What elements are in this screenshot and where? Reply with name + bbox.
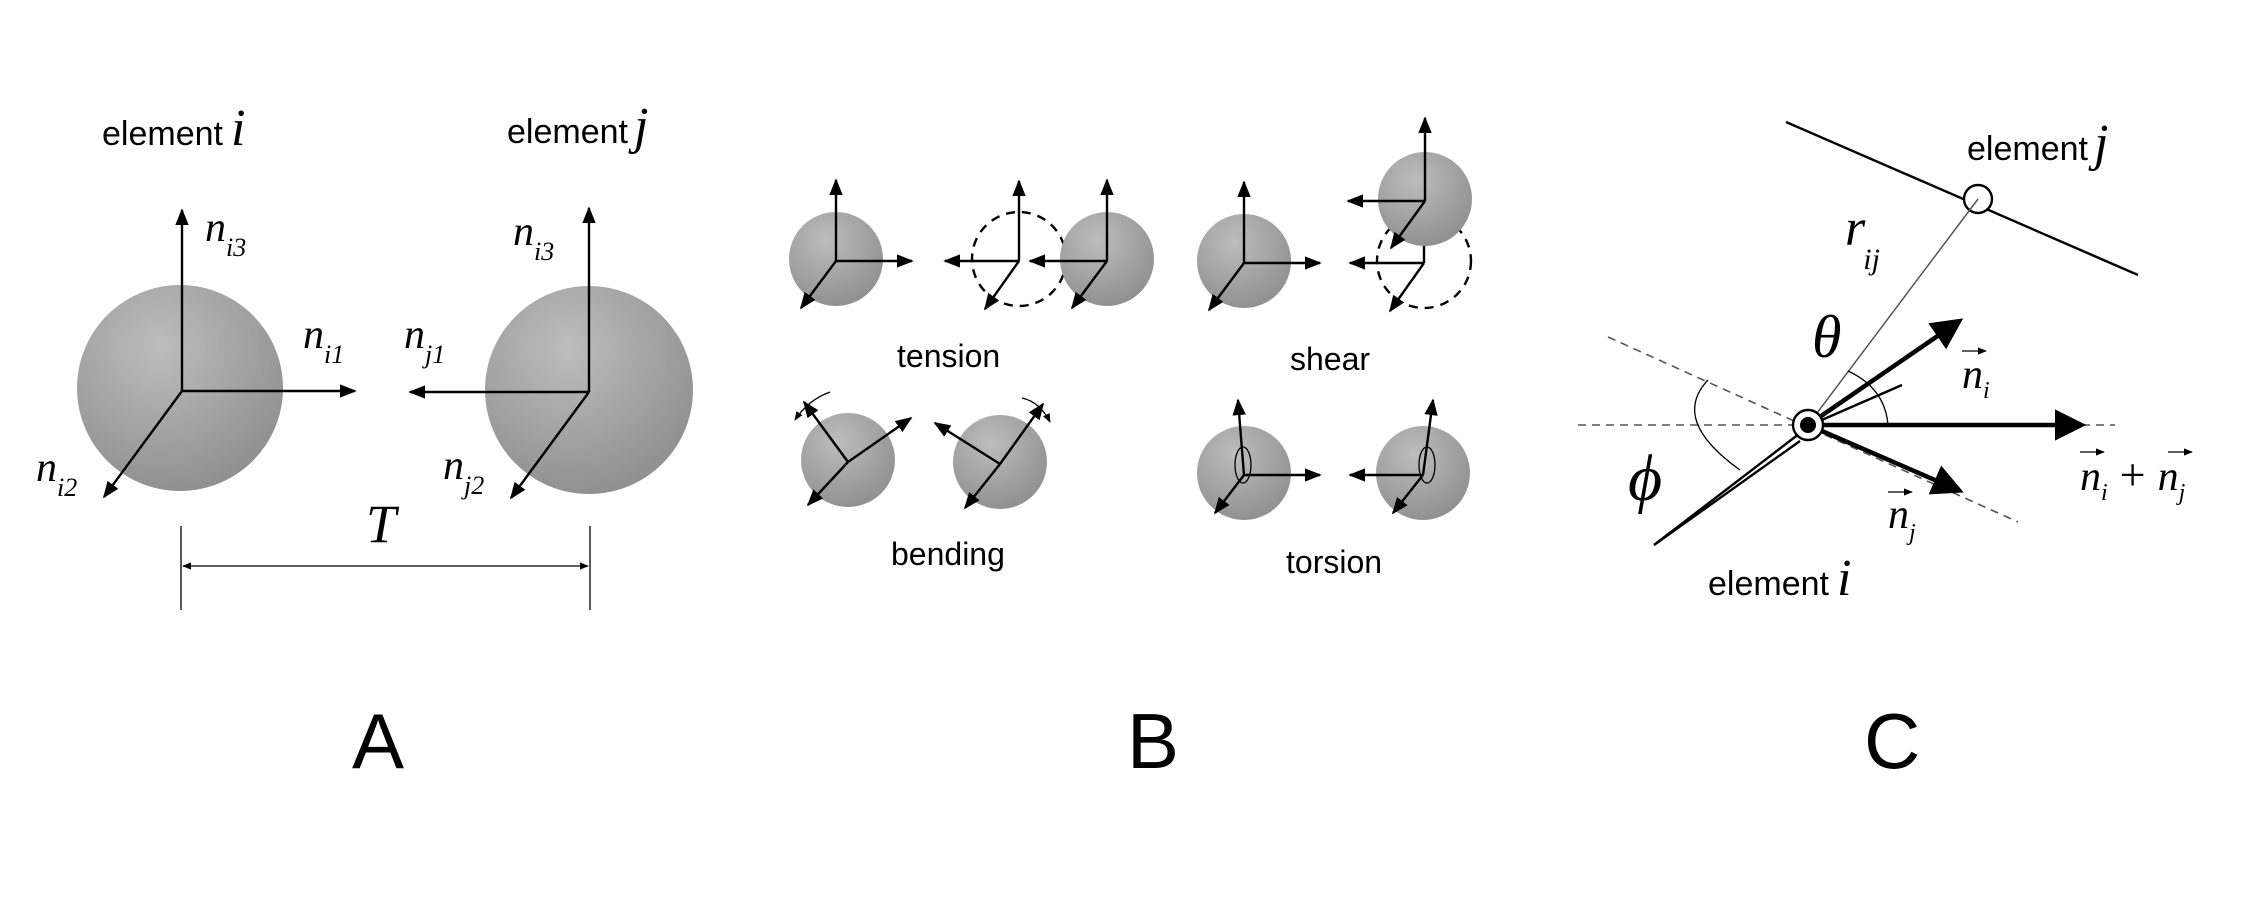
arc-theta (1847, 370, 1889, 426)
bending-diagram (794, 391, 1051, 510)
label-sum-vector: ni+nj (2080, 448, 2193, 506)
label-ni2: ni2 (36, 445, 77, 502)
contact-point-i-core (1800, 417, 1816, 433)
torsion-diagram (1197, 398, 1470, 520)
panel-label-b: B (1127, 697, 1179, 785)
vector-nj (1807, 422, 1964, 495)
svg-text:nj: nj (1888, 492, 1916, 546)
label-nj2: nj2 (443, 443, 484, 500)
label-ni3-a: ni3 (205, 205, 246, 262)
axis-nj2 (510, 391, 590, 500)
label-nj1: nj1 (404, 312, 445, 369)
axis-ni2 (103, 390, 183, 499)
label-bending: bending (891, 536, 1005, 572)
label-phi: ϕ (1628, 442, 1662, 515)
label-shear: shear (1290, 341, 1370, 377)
r-ij-line (1807, 198, 1979, 426)
label-ni1: ni1 (303, 312, 344, 369)
shear-diagram (1197, 116, 1473, 313)
svg-text:ni: ni (1962, 352, 1990, 404)
panel-label-c: C (1864, 697, 1920, 785)
label-T: T (366, 494, 400, 554)
panel-b: tension shear (789, 116, 1473, 785)
label-ni3-b: ni3 (513, 209, 554, 266)
arc-phi (1694, 379, 1741, 471)
label-nj-vector: nj (1888, 488, 1916, 546)
label-tension: tension (897, 338, 1000, 374)
tension-diagram (789, 178, 1154, 311)
sphere-element-i (77, 285, 283, 491)
vector-ni (1806, 318, 1964, 427)
element-i-line (1807, 383, 1903, 428)
label-ni-vector: ni (1962, 347, 1990, 404)
element-i-axis (1653, 426, 1809, 546)
label-torsion: torsion (1286, 544, 1382, 580)
label-theta: θ (1812, 304, 1841, 370)
panel-label-a: A (352, 697, 404, 785)
element-j-line (1785, 120, 2139, 277)
svg-text:ni+nj: ni+nj (2080, 449, 2186, 506)
sphere-shear-ghost (1375, 212, 1473, 310)
